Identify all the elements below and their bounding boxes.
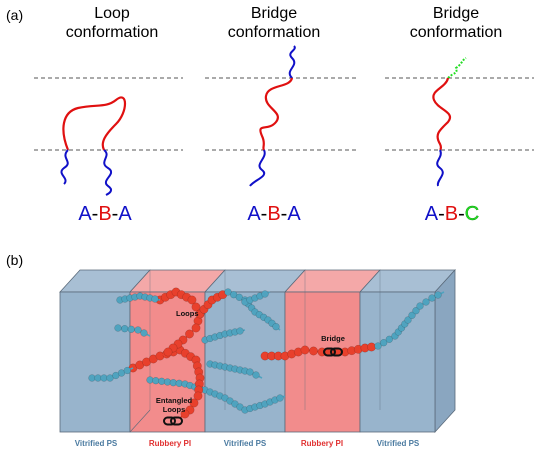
layer-label-ps-1: Vitrified PS [75,439,118,448]
chain-bead [380,339,388,347]
entangled-annotation-line2: Loops [163,405,186,414]
formula-dash1: - [92,203,99,225]
chain-bead [123,366,131,375]
layer-label-pi-2: Rubbery PI [301,439,343,448]
formula-a1: A [247,203,261,225]
entangled-annotation-line1: Entangled [156,396,193,405]
loops-annotation: Loops [176,309,199,318]
bridge2-formula: A-B-C [425,203,480,225]
chain-bead [272,323,280,331]
chain-bead [191,302,201,312]
b-block-bridge [432,77,451,151]
chain-bead [127,325,135,333]
formula-a2: A [118,203,132,225]
formula-dash1: - [438,203,445,225]
loop-title-line1: Loop [94,5,130,22]
formula-a1: A [78,203,92,225]
bridge-conformation-1: Bridge conformation A-B-A [205,5,357,225]
chain-bead [180,409,190,419]
chain-bead [106,374,114,382]
formula-c: C [465,203,479,225]
a-block-left [60,149,69,185]
ps-layer-3 [359,291,436,433]
a-block-top [288,45,296,79]
layer-label-ps-3: Vitrified PS [377,439,420,448]
loop-conformation: Loop conformation A-B-A [34,5,183,225]
bridge1-title-line2: conformation [228,24,321,41]
chain-bead [412,307,420,315]
formula-b: B [98,203,111,225]
chain-bead [374,342,382,350]
chain-bead [367,342,376,352]
b-block-loop [62,96,127,151]
chain-bead [134,326,142,334]
layer-label-pi-1: Rubbery PI [149,439,191,448]
bridge1-title-line1: Bridge [251,5,297,22]
bridge2-title-line2: conformation [410,24,503,41]
chain-bead [434,291,442,299]
polymer-chains [88,287,445,419]
formula-b: B [445,203,458,225]
bridge1-formula: A-B-A [247,203,301,225]
chain-bead [187,295,197,305]
svg-text:A-B-A: A-B-A [247,203,301,225]
loop-title-line2: conformation [66,24,159,41]
chain-link-icon [323,347,343,357]
chain-bead [252,371,260,379]
a-block-bottom [249,149,266,187]
a-block-bottom [436,149,444,187]
chain-link-icon [163,416,183,426]
formula-dash2: - [281,203,288,225]
chain-bead [422,298,430,306]
layer-label-ps-2: Vitrified PS [224,439,267,448]
bridge-conformation-2: Bridge conformation A-B-C [385,5,534,225]
svg-text:A-B-A: A-B-A [78,203,132,225]
chain-bead [416,302,424,310]
formula-dash1: - [261,203,268,225]
formula-a: A [425,203,439,225]
chain-bead [236,327,244,335]
chain-bead [230,291,238,299]
chain-bead [224,288,232,296]
b-block-bridge [259,77,294,151]
ps-layer-1 [59,291,131,433]
svg-text:A-B-C: A-B-C [425,203,479,225]
chain-bead [185,329,194,339]
formula-dash2: - [112,203,119,225]
chain-bead [261,290,269,298]
formula-dash2: - [458,203,465,225]
chain-bead [300,345,310,355]
chain-bead [428,294,436,302]
chain-bead [385,335,393,343]
panel-a-label: (a) [6,7,23,23]
pi-layer-2 [284,291,361,433]
chain-bead [309,346,318,356]
chain-bead [114,324,122,332]
chain-bead [404,316,412,324]
chain-bead [276,394,284,402]
chain-bead [189,398,199,408]
chain-bead [117,369,126,377]
chain-bead [140,329,148,337]
chain-bead [163,347,173,357]
chain-bead [121,325,129,333]
chain-bead [191,323,201,333]
chain-bead [235,293,243,301]
bridge-annotation: Bridge [321,334,345,343]
bridge2-title-line1: Bridge [433,5,479,22]
chain-bead [151,295,159,303]
c-block-top [447,57,467,79]
loop-formula: A-B-A [78,203,132,225]
formula-a2: A [287,203,301,225]
formula-b: B [267,203,280,225]
interface-edge [129,409,151,433]
chain-bead [408,311,416,319]
chain-bead [246,368,254,376]
a-block-right [103,149,113,196]
panel-b-label: (b) [6,252,23,268]
chain-bead [193,391,203,401]
